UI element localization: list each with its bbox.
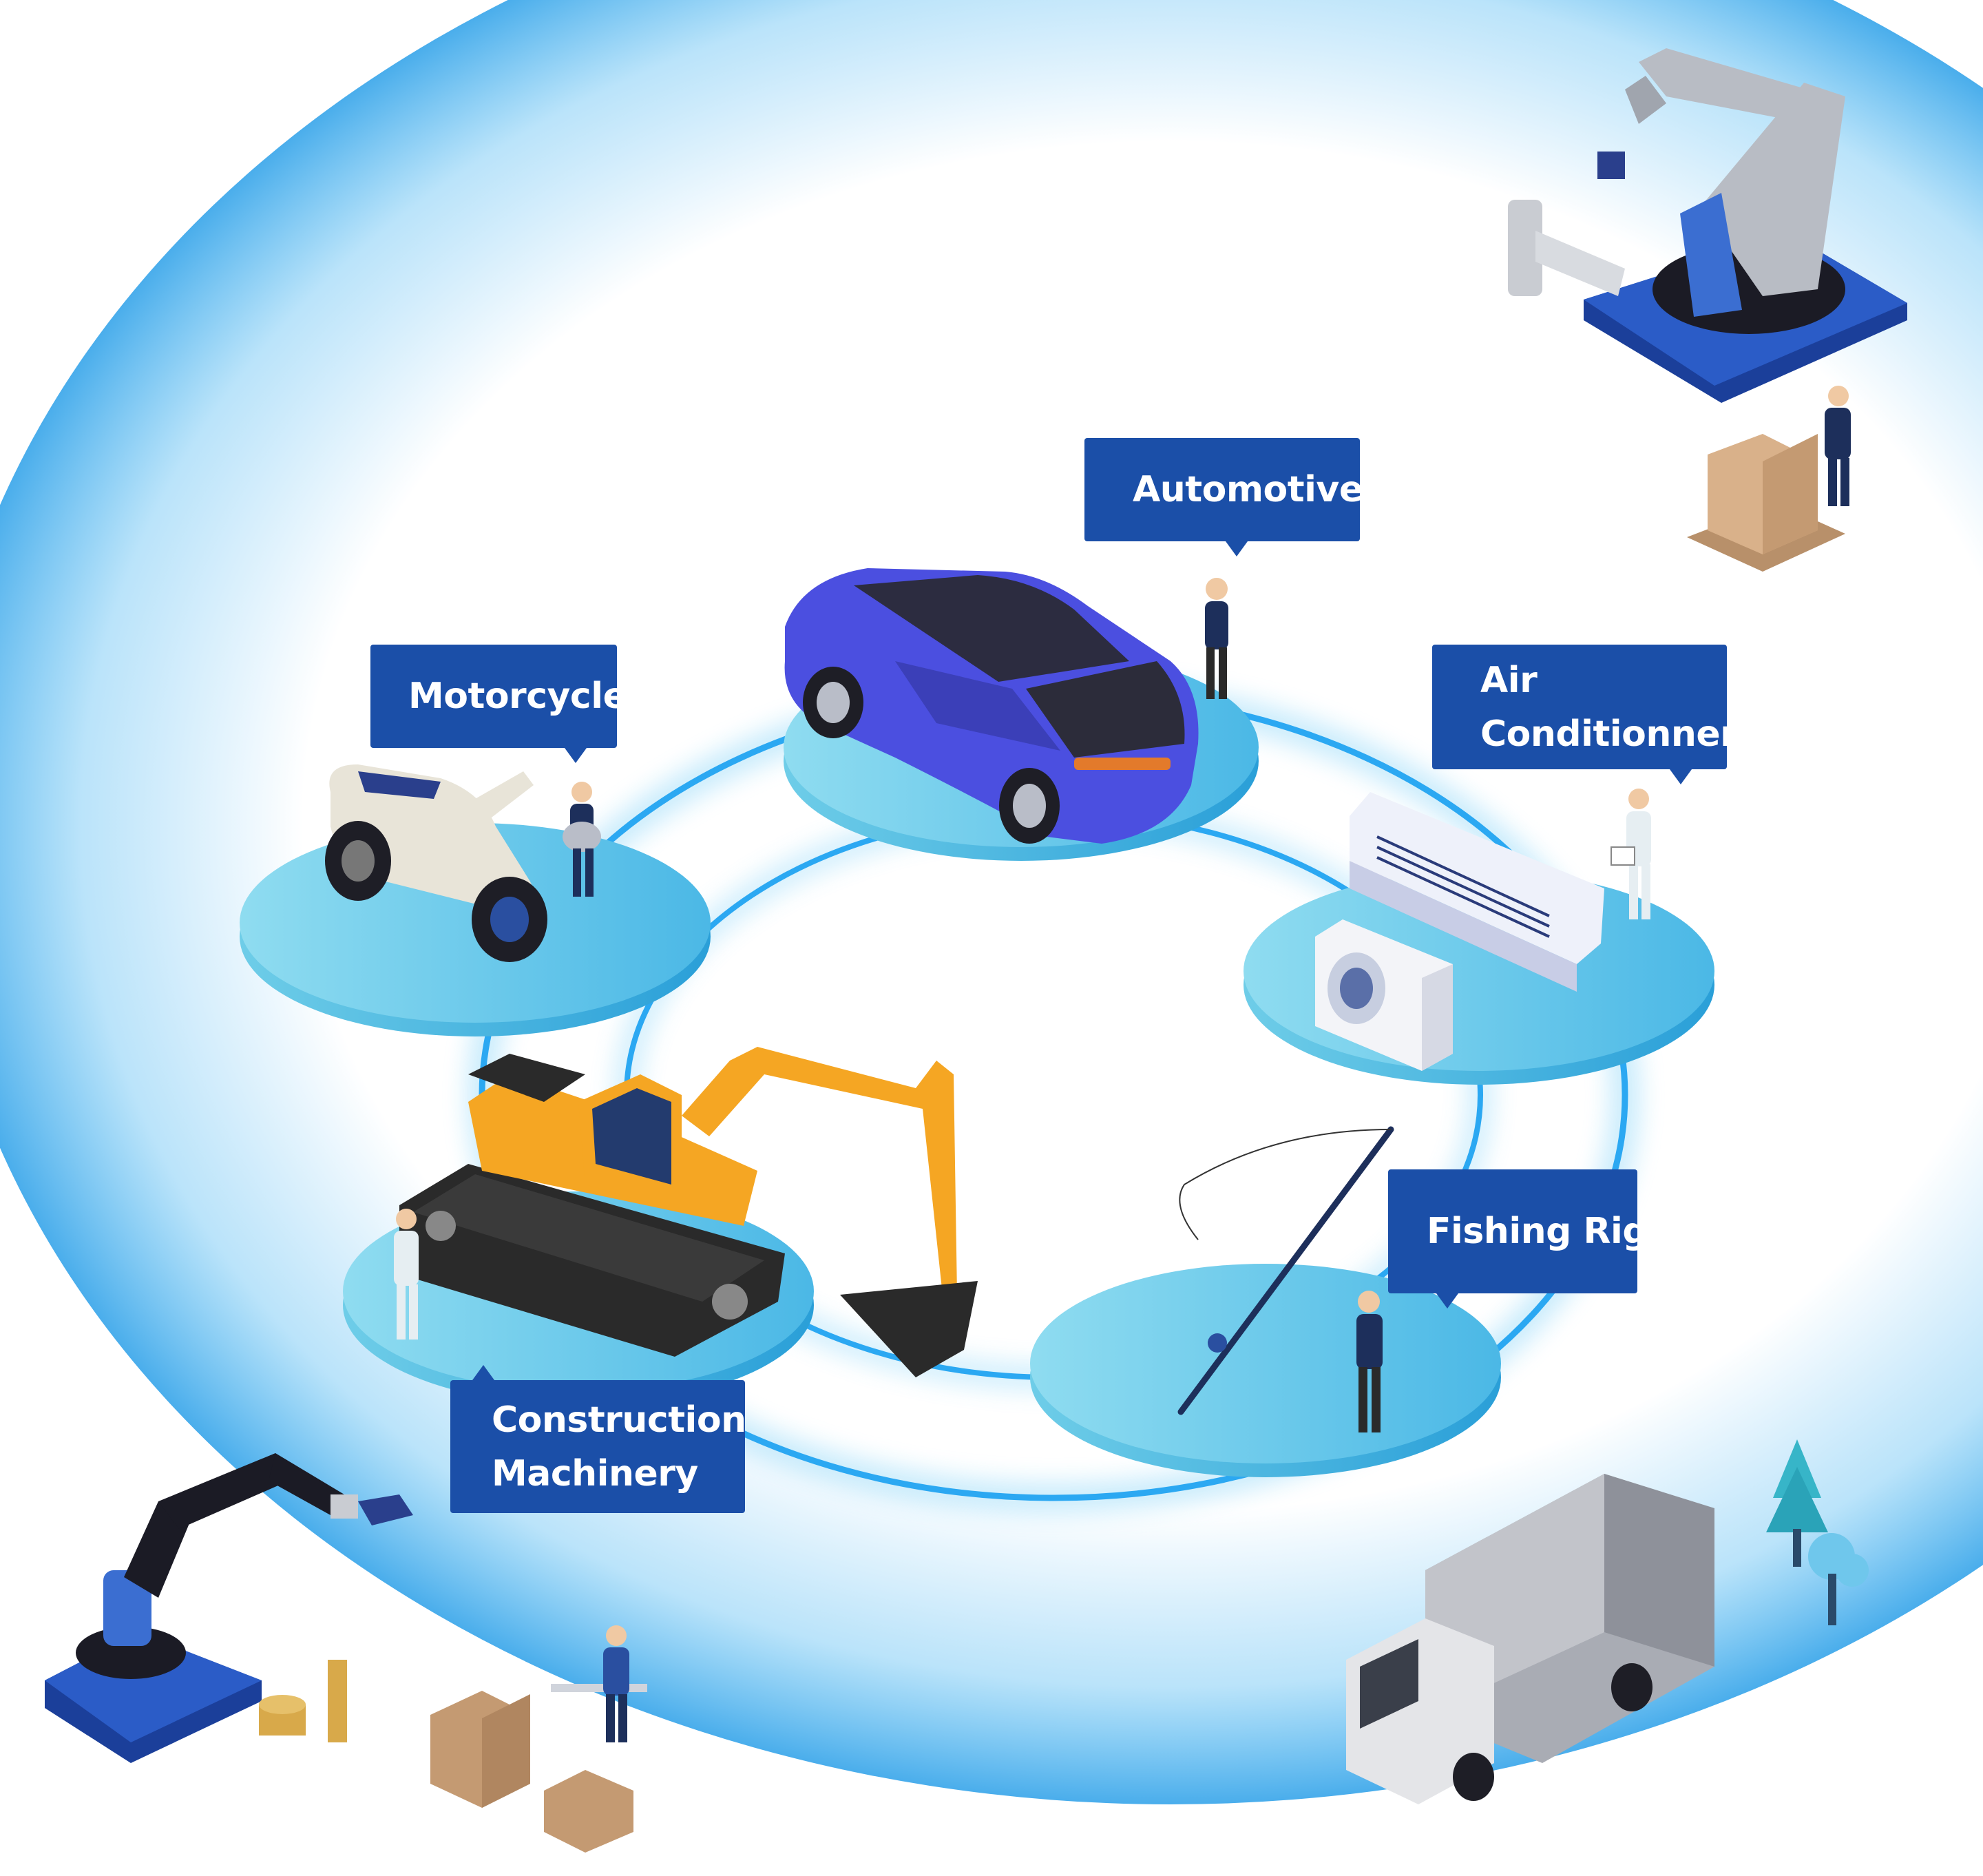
label-construction-machinery: Construction Machinery [450, 1365, 746, 1513]
excavator-illustration [399, 1047, 978, 1377]
label-construction-line1: Construction [492, 1399, 746, 1441]
label-construction-line2: Machinery [492, 1452, 698, 1494]
label-pointer [565, 748, 587, 763]
worker-figure [563, 782, 601, 897]
label-pointer [1436, 1293, 1458, 1309]
worker-figure [1356, 1291, 1383, 1432]
worker-figure [1610, 789, 1651, 919]
label-pointer [1670, 769, 1692, 784]
truck-illustration [1346, 1474, 1714, 1804]
robot-arm-bottom-left [45, 1453, 413, 1763]
label-fishing-rig-text: Fishing Rig [1427, 1211, 1648, 1252]
label-air-conditioner-line2: Conditionner [1480, 713, 1738, 755]
label-automotive: Automotive [1084, 438, 1363, 556]
brass-parts [259, 1660, 347, 1742]
label-air-conditioner: Air Conditionner [1432, 645, 1738, 784]
label-pointer [1226, 541, 1248, 556]
motorcycle-illustration [325, 764, 547, 962]
worker-figure [1205, 578, 1228, 699]
label-fishing-rig: Fishing Rig [1388, 1169, 1648, 1309]
label-air-conditioner-line1: Air [1480, 659, 1538, 701]
label-motorcycle-text: Motorcycle [408, 676, 627, 717]
label-motorcycle: Motorcycle [370, 645, 627, 763]
robot-arm-top-right [1508, 48, 1907, 403]
packing-worker [430, 1625, 647, 1853]
car-illustration [784, 568, 1199, 844]
platform-fishing [1030, 1264, 1501, 1477]
label-pointer [472, 1365, 494, 1380]
fishing-rod-illustration [1177, 1126, 1394, 1415]
label-automotive-text: Automotive [1133, 469, 1363, 510]
trees [1766, 1439, 1869, 1625]
pallet-jack-worker [1687, 386, 1851, 572]
worker-figure [394, 1209, 419, 1340]
air-conditioner-illustration [1315, 792, 1604, 1071]
